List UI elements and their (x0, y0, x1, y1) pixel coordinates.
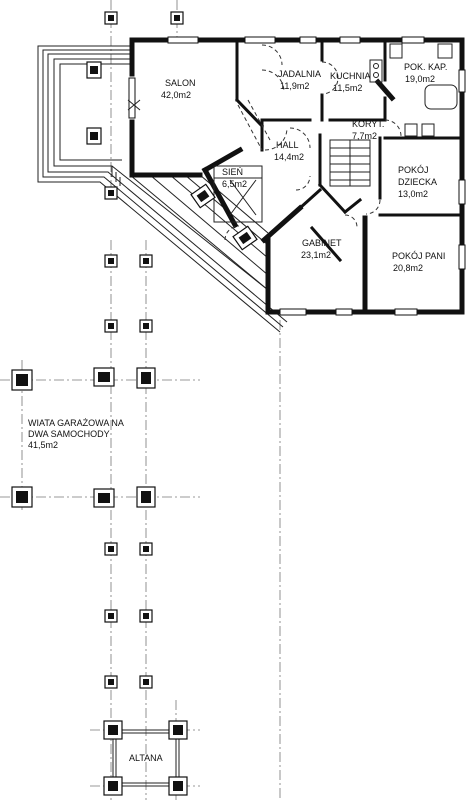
room-name-sien: SIEŃ (222, 167, 243, 177)
room-name-salon: SALON (165, 78, 196, 88)
room-labels: SALON 42,0m2 JADALNIA 11,9m2 KUCHNIA 11,… (28, 62, 447, 763)
room-area-kuchnia: 11,5m2 (333, 83, 362, 93)
room-area-pok-kap: 19,0m2 (405, 74, 435, 84)
room-name-gabinet: GABINET (302, 238, 342, 248)
room-area-jadalnia: 11,9m2 (280, 81, 309, 91)
room-area-koryt: 7,7m2 (352, 131, 377, 141)
room-area-hall: 14,4m2 (274, 152, 304, 162)
room-name-pok-kap: POK. KAP. (404, 62, 447, 72)
staircase (329, 139, 371, 187)
columns-house (86, 11, 258, 251)
room-name-koryt: KORYT. (352, 119, 384, 129)
fixtures (213, 43, 458, 223)
room-name-pokoj-pani: POKÓJ PANI (392, 251, 445, 261)
gazebo-label: ALTANA (129, 753, 163, 763)
room-area-gabinet: 23,1m2 (301, 250, 331, 260)
room-area-pokoj-pani: 20,8m2 (393, 263, 423, 273)
columns-carport (11, 254, 156, 689)
room-name-jadalnia: JADALNIA (278, 69, 321, 79)
room-area-sien: 6,5m2 (222, 179, 247, 189)
door-swings (127, 44, 402, 241)
room-area-pokoj-dziecka: 13,0m2 (398, 189, 428, 199)
carport-label-line2: DWA SAMOCHODY (28, 429, 110, 439)
room-name-pokoj-dziecka-1: POKÓJ (398, 165, 429, 175)
room-area-salon: 42,0m2 (161, 90, 191, 100)
room-name-pokoj-dziecka-2: DZIECKA (398, 177, 437, 187)
windows (128, 36, 466, 316)
carport-area: 41,5m2 (28, 440, 58, 450)
room-name-hall: HALL (276, 140, 299, 150)
gazebo (103, 720, 188, 796)
room-name-kuchnia: KUCHNIA (330, 71, 371, 81)
carport-label-line1: WIATA GARAŻOWA NA (28, 418, 124, 428)
